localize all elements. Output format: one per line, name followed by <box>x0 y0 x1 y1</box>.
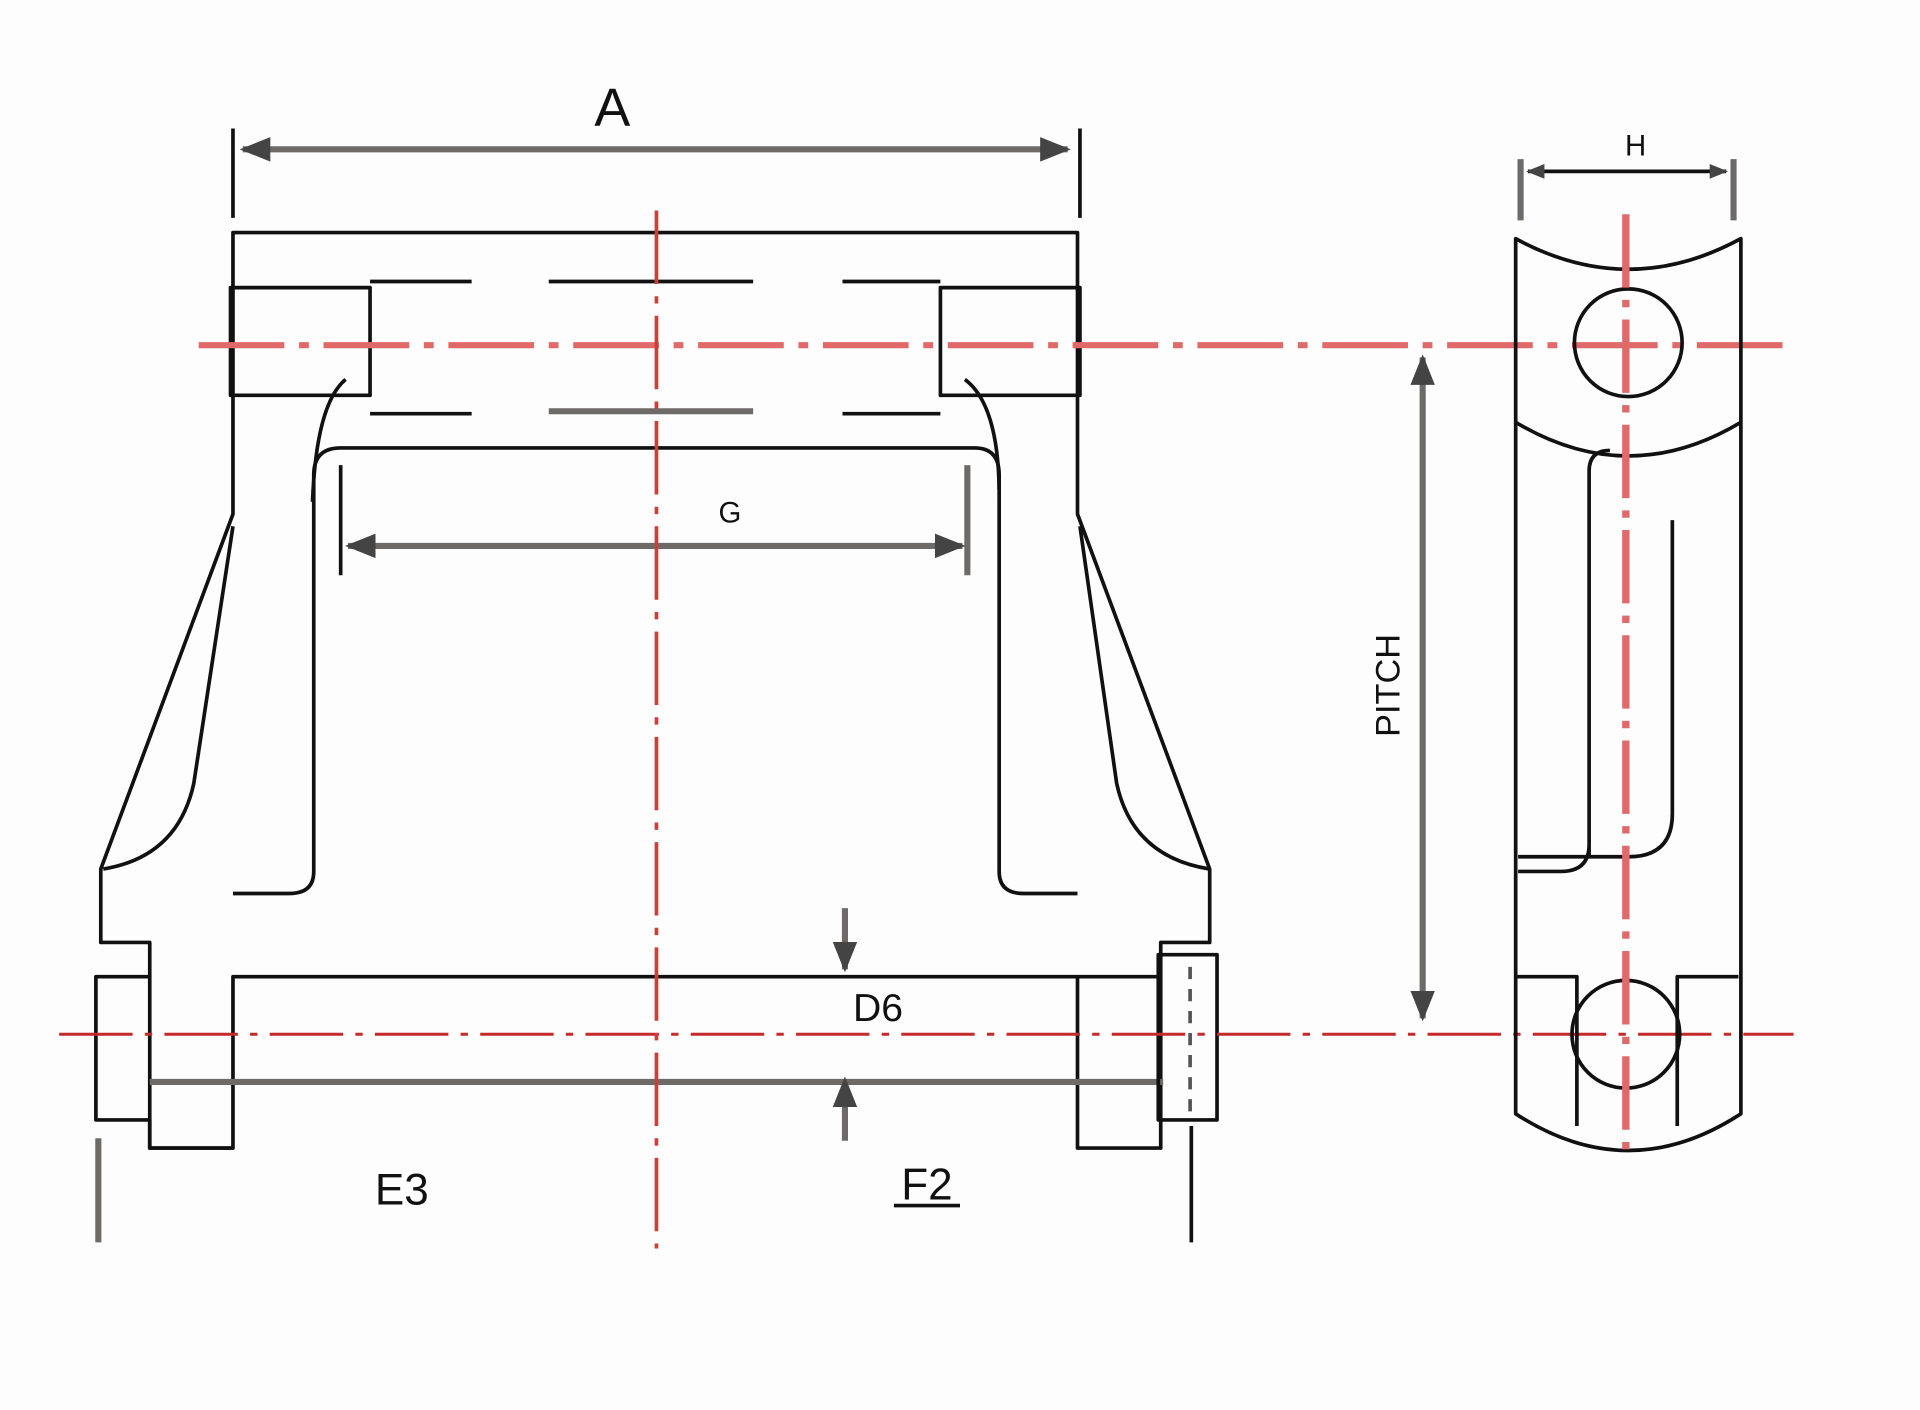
inner-opening <box>232 446 1078 896</box>
right-bushing <box>938 285 1082 398</box>
cotter-pin <box>1156 952 1219 1122</box>
top-pin-hole <box>1572 287 1684 399</box>
side-web <box>1518 448 1675 874</box>
label-d6: D6 <box>853 987 903 1030</box>
hidden-pin <box>370 279 941 416</box>
side-webs <box>102 526 1210 871</box>
label-g: G <box>718 497 741 530</box>
fillet-arcs <box>310 377 1002 502</box>
dim-a-ext <box>231 128 1082 218</box>
dim-h-ext <box>1517 159 1737 221</box>
label-pitch: PITCH <box>1369 634 1407 737</box>
label-h: H <box>1625 129 1646 162</box>
side-bushing <box>1515 974 1739 1127</box>
side-plate <box>1513 236 1743 1153</box>
side-view: H PITCH <box>1369 129 1743 1157</box>
front-view: A G D6 E3 F2 <box>59 78 1794 1249</box>
left-bushing <box>228 285 372 398</box>
label-a: A <box>594 78 630 138</box>
top-bar <box>94 230 1212 1150</box>
label-f2: F2 <box>901 1160 952 1209</box>
label-e3: E3 <box>375 1165 429 1214</box>
